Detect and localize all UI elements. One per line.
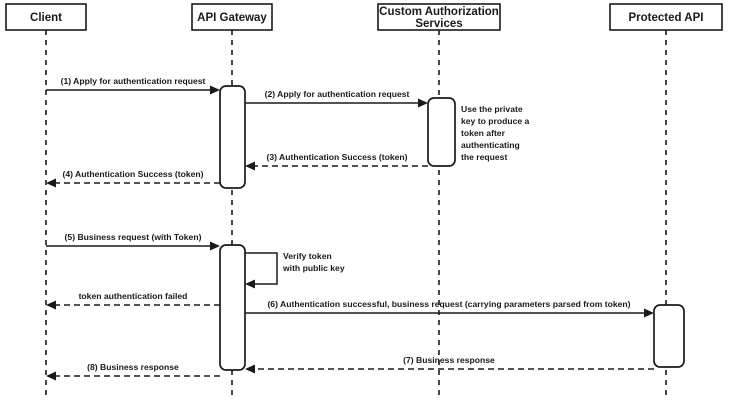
message-token-authentication-failed-label: token authentication failed: [79, 291, 188, 301]
participant-api-gateway[interactable]: API Gateway: [191, 3, 273, 31]
message-1[interactable]: (1) Apply for authentication request: [46, 76, 220, 95]
message-6[interactable]: (6) Authentication successful, business …: [245, 299, 654, 318]
message-5[interactable]: (5) Business request (with Token): [46, 232, 220, 251]
participant-box-client[interactable]: [5, 3, 87, 31]
message-1-label: (1) Apply for authentication request: [61, 76, 206, 86]
activation-protectedapi[interactable]: [653, 304, 685, 368]
participant-label-api-gateway: API Gateway: [197, 12, 267, 24]
message-8[interactable]: (8) Business response: [46, 362, 220, 381]
message-verify-token-arrowhead-icon: [245, 279, 255, 289]
note-private-key-line-3: token after: [461, 128, 506, 138]
message-6-arrowhead-icon: [644, 308, 654, 318]
message-3-arrowhead-icon: [245, 161, 255, 171]
participant-label-custom-authorization-services: Custom Authorization: [379, 6, 499, 18]
message-token-authentication-failed[interactable]: token authentication failed: [46, 291, 220, 310]
message-verify-token-path: [245, 252, 278, 285]
message-verify-token-label-line-2: with public key: [282, 263, 345, 273]
message-7-label: (7) Business response: [403, 355, 495, 365]
participant-custom-authorization-services[interactable]: Custom Authorization Services: [377, 3, 501, 31]
message-verify-token-label-line-1: Verify token: [283, 251, 332, 261]
message-4-label: (4) Authentication Success (token): [62, 169, 203, 179]
message-5-arrowhead-icon: [210, 241, 220, 251]
message-5-label: (5) Business request (with Token): [65, 232, 202, 242]
message-3[interactable]: (3) Authentication Success (token): [245, 152, 428, 171]
participant-box-custom-authorization-services[interactable]: [377, 3, 501, 31]
participant-label-client: Client: [30, 12, 62, 24]
note-private-key-line-5: the request: [461, 152, 507, 162]
message-2-arrowhead-icon: [418, 98, 428, 108]
participant-box-protected-api[interactable]: [609, 3, 723, 31]
message-4-arrowhead-icon: [46, 178, 56, 188]
message-4[interactable]: (4) Authentication Success (token): [46, 169, 220, 188]
note-private-key-line-4: authenticating: [461, 140, 520, 150]
participant-label-custom-authorization-services-line2: Services: [415, 18, 462, 30]
message-8-label: (8) Business response: [87, 362, 179, 372]
activation-gateway-business[interactable]: [219, 244, 246, 371]
note-private-key-line-1: Use the private: [461, 104, 523, 114]
message-2-label: (2) Apply for authentication request: [265, 89, 410, 99]
message-2[interactable]: (2) Apply for authentication request: [245, 89, 428, 108]
message-7-arrowhead-icon: [245, 364, 255, 374]
note-private-key-line-2: key to produce a: [461, 116, 530, 126]
message-1-arrowhead-icon: [210, 85, 220, 95]
message-7[interactable]: (7) Business response: [245, 355, 654, 374]
participant-box-api-gateway[interactable]: [191, 3, 273, 31]
activation-gateway-auth[interactable]: [219, 85, 246, 189]
activation-authservice[interactable]: [427, 97, 456, 167]
message-token-authentication-failed-arrowhead-icon: [46, 300, 56, 310]
message-8-arrowhead-icon: [46, 371, 56, 381]
message-verify-token-self-call[interactable]: Verify token with public key: [245, 251, 345, 289]
participant-protected-api[interactable]: Protected API: [609, 3, 723, 31]
note-private-key: Use the private key to produce a token a…: [461, 104, 530, 162]
participant-client[interactable]: Client: [5, 3, 87, 31]
message-6-label: (6) Authentication successful, business …: [267, 299, 630, 309]
message-3-label: (3) Authentication Success (token): [266, 152, 407, 162]
participant-label-protected-api: Protected API: [629, 12, 704, 24]
activation-bars-group: [219, 85, 685, 371]
